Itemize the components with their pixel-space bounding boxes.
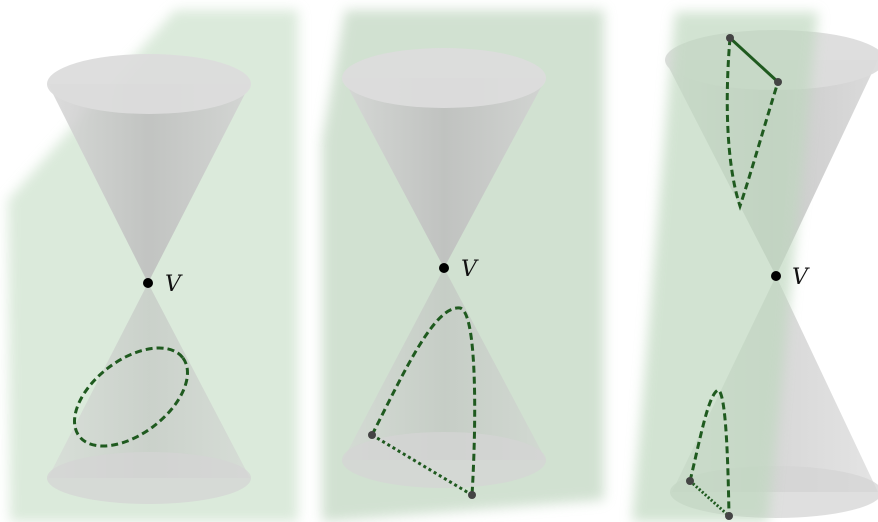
endpoint bbox=[686, 477, 694, 485]
endpoint bbox=[726, 34, 734, 42]
lower-cone-base bbox=[342, 432, 546, 488]
vertex-point bbox=[771, 271, 781, 281]
upper-cone bbox=[48, 84, 250, 283]
hyperbola-upper-branch bbox=[725, 37, 780, 211]
endpoint bbox=[468, 491, 476, 499]
vertex-point bbox=[143, 278, 153, 288]
upper-cone bbox=[343, 78, 546, 268]
cutting-plane bbox=[632, 12, 818, 522]
vertex-label: V bbox=[792, 265, 810, 290]
endpoint bbox=[725, 512, 733, 520]
lower-cone bbox=[343, 268, 546, 460]
parabola-chord bbox=[371, 433, 473, 497]
lower-chord bbox=[688, 479, 731, 518]
endpoint bbox=[368, 431, 376, 439]
vertex-label: V bbox=[461, 257, 479, 282]
vertex-point bbox=[439, 263, 449, 273]
lower-cone-base bbox=[47, 452, 251, 504]
upper-cone-rim bbox=[342, 48, 546, 108]
upper-chord bbox=[728, 36, 780, 84]
parabola-curve bbox=[370, 306, 477, 496]
vertex-label: V bbox=[165, 272, 183, 297]
upper-cone-rim bbox=[47, 54, 251, 114]
ellipse-curve bbox=[73, 346, 189, 448]
lower-cone bbox=[48, 283, 250, 478]
parabola-panel: V bbox=[322, 10, 604, 522]
hyperbola-panel: V bbox=[632, 12, 878, 522]
ellipse-panel: V bbox=[8, 10, 298, 522]
endpoint bbox=[774, 78, 782, 86]
